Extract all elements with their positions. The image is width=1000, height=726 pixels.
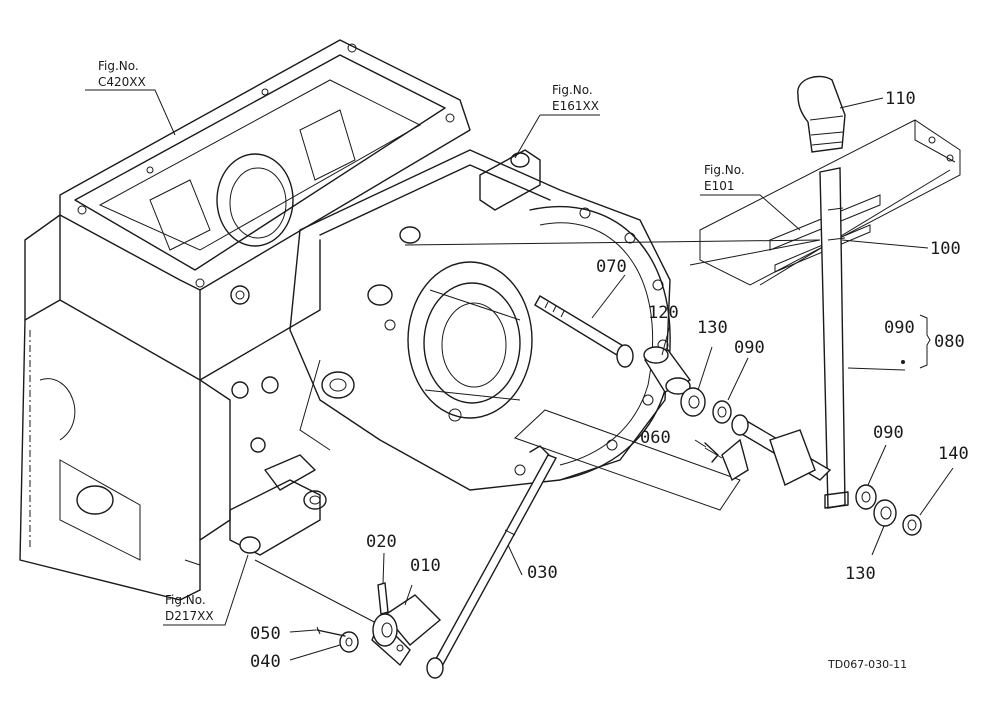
part-label-020: 020 xyxy=(366,532,397,552)
fig-ref-c420-line1: Fig.No. xyxy=(98,59,139,73)
fig-ref-e161-line1: Fig.No. xyxy=(552,83,593,97)
fig-ref-e101-line1: Fig.No. xyxy=(704,163,745,177)
part-label-100: 100 xyxy=(930,239,961,259)
arm-010 xyxy=(371,594,442,667)
part-label-120: 120 xyxy=(648,303,679,323)
knob-110 xyxy=(797,75,846,153)
part-label-130-a: 130 xyxy=(697,318,728,338)
collar-120 xyxy=(643,346,692,395)
pin-060 xyxy=(704,442,719,463)
part-label-090-b: 090 xyxy=(873,423,904,443)
part-label-130-b: 130 xyxy=(845,564,876,584)
part-label-140: 140 xyxy=(938,444,969,464)
fig-ref-c420-line2: C420XX xyxy=(98,75,146,89)
washer-130-b xyxy=(873,499,897,527)
washer-130-a xyxy=(680,387,706,417)
part-label-080: 080 xyxy=(934,332,965,352)
fig-ref-d217-line2: D217XX xyxy=(165,609,214,623)
fig-ref-d217-line1: Fig.No. xyxy=(165,593,206,607)
pin-020 xyxy=(377,582,389,615)
transmission-case xyxy=(19,39,471,601)
part-leaders xyxy=(289,97,954,661)
shaft-070 xyxy=(534,295,634,368)
fig-ref-e101-line2: E101 xyxy=(704,179,735,193)
part-label-090-group: 090 xyxy=(884,318,915,338)
part-label-050: 050 xyxy=(250,624,281,644)
washer-040 xyxy=(339,631,359,653)
rod-030 xyxy=(426,445,558,679)
pin-050 xyxy=(316,626,346,637)
drawing-code: TD067-030-11 xyxy=(827,658,907,671)
part-label-110: 110 xyxy=(885,89,916,109)
cross-shaft xyxy=(704,414,832,486)
bushing-090-b xyxy=(855,484,877,510)
part-label-040: 040 xyxy=(250,652,281,672)
clutch-housing xyxy=(289,149,671,491)
fig-ref-e161-line2: E161XX xyxy=(552,99,599,113)
leader-lines xyxy=(85,89,951,626)
part-label-010: 010 xyxy=(410,556,441,576)
part-label-060: 060 xyxy=(640,428,671,448)
bracket-e101 xyxy=(699,119,961,286)
nut-140 xyxy=(902,514,922,536)
shift-lever xyxy=(819,167,849,509)
part-label-030: 030 xyxy=(527,563,558,583)
part-label-070: 070 xyxy=(596,257,627,277)
part-label-090-a: 090 xyxy=(734,338,765,358)
bushing-090-a xyxy=(712,400,732,424)
